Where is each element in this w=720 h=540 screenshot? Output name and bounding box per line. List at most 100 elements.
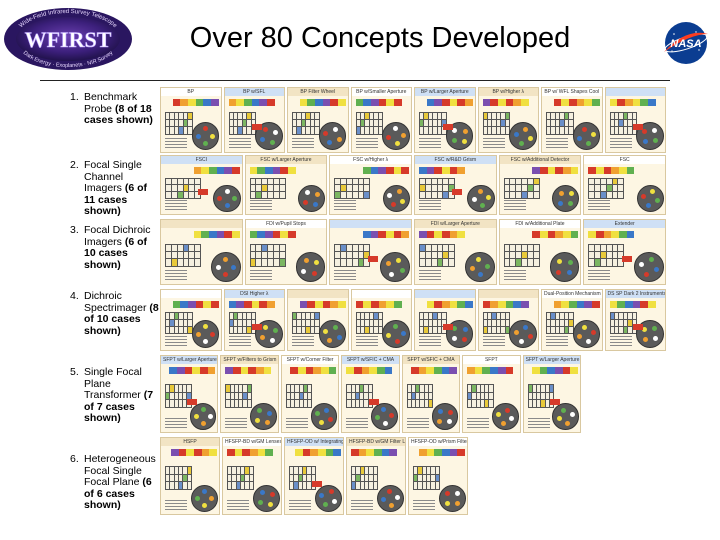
category-item: 1.Benchmark Probe (8 of 18 cases shown) [70, 91, 160, 127]
concept-title: FSC w/Larger Aperture [245, 156, 327, 164]
concept-panel [160, 219, 243, 285]
detector-array [334, 177, 371, 199]
concept-notes [503, 270, 526, 282]
detector-array [413, 466, 441, 491]
concept-notes [228, 336, 251, 348]
detector-array [249, 177, 286, 199]
focal-plane-diagram [314, 484, 342, 512]
highlight-marker [633, 324, 644, 331]
filter-band-strip [295, 449, 342, 456]
concept-title: SFPT w/Corner Filter [281, 356, 339, 364]
detector-array [588, 177, 625, 199]
focal-plane-diagram [552, 184, 580, 212]
concept-panel: SFPT w/Filters to Grism [220, 355, 279, 433]
concept-panel: FDI w/Pupil Stops [244, 219, 328, 285]
concept-notes [546, 336, 568, 348]
filter-band-strip [532, 167, 579, 174]
detector-array [419, 312, 447, 335]
category-label: Heterogeneous Focal Single Focal Plane [84, 453, 156, 488]
detector-array [419, 243, 455, 267]
focal-plane-diagram [191, 320, 220, 348]
focal-plane-diagram [310, 403, 338, 430]
filter-band-strip [419, 231, 466, 238]
concept-notes [165, 336, 187, 348]
category-item: 3.Focal Dichroic Imagers (6 of 10 cases … [70, 224, 160, 271]
concept-notes [482, 336, 505, 348]
nasa-logo: NASA [660, 20, 712, 66]
concept-notes [334, 270, 357, 282]
detector-array [292, 312, 320, 335]
concept-panel: BP Filter Wheel [287, 87, 349, 153]
filter-band-strip [227, 449, 274, 456]
concept-panel: FSC w/Higher λ [329, 155, 412, 215]
category-count: (6 of 11 cases shown) [84, 182, 148, 217]
detector-array [334, 243, 371, 267]
concept-notes [609, 138, 632, 150]
detector-array [228, 111, 257, 135]
detector-array [165, 312, 193, 335]
focal-plane-diagram [213, 184, 241, 212]
focal-plane-diagram [382, 122, 410, 150]
category-item: 5.Single Focal Plane Transformer (7 of 7… [70, 366, 160, 425]
focal-plane-diagram [382, 184, 410, 212]
concept-notes [292, 138, 314, 150]
concept-notes [609, 336, 632, 348]
category-number: 6. [70, 453, 79, 465]
filter-band-strip [172, 99, 219, 106]
concept-notes [165, 270, 187, 282]
concept-notes [355, 138, 378, 150]
filter-band-strip [467, 367, 514, 374]
detector-array [355, 312, 384, 335]
concept-panel: FSC w/R&D Grism [414, 155, 497, 215]
concept-panel: FSC w/Larger Aperture [244, 155, 328, 215]
focal-plane-diagram [431, 403, 459, 430]
focal-plane-diagram [467, 184, 495, 212]
concept-title [415, 290, 475, 298]
detector-array [527, 384, 555, 409]
concept-notes [467, 418, 490, 430]
concept-notes [285, 418, 308, 430]
filter-band-strip [426, 99, 473, 106]
highlight-marker [252, 324, 263, 331]
filter-band-strip [355, 99, 402, 106]
concept-title: FSC w/Additional Detector [499, 156, 581, 164]
concept-title: SFPT w/Larger Aperture [161, 356, 218, 364]
concept-notes [503, 200, 526, 212]
concept-title [330, 220, 411, 228]
concept-title [351, 290, 411, 298]
concept-panel: DS SP Dark 2 Instruments [604, 289, 666, 351]
concept-notes [249, 200, 272, 212]
category-number: 3. [70, 224, 79, 236]
focal-plane-diagram [636, 184, 664, 212]
category-label: Dichroic Spectrimager [84, 290, 147, 314]
concept-notes [225, 418, 248, 430]
focal-plane-diagram [382, 320, 410, 348]
nasa-logo-text: NASA [670, 38, 701, 50]
concept-notes [292, 336, 314, 348]
concept-notes [165, 418, 187, 430]
detector-array [225, 384, 252, 409]
concept-panel: FDI w/Larger Aperture [414, 219, 497, 285]
concept-notes [482, 138, 505, 150]
concept-title [288, 290, 348, 298]
filter-band-strip [355, 301, 402, 308]
concept-title: HFSFP-BD w/GM Filter Lenses [347, 438, 405, 446]
concept-panel: Extender [583, 219, 666, 285]
filter-band-strip [290, 367, 337, 374]
filter-band-strip [553, 301, 600, 308]
highlight-marker [198, 189, 209, 195]
focal-plane-diagram [552, 403, 579, 430]
focal-plane-diagram [295, 252, 326, 282]
focal-plane-diagram [380, 252, 410, 282]
category-label: Focal Single Channel Imagers [84, 159, 142, 194]
concept-panel: FSCI [160, 155, 243, 215]
highlight-marker [549, 398, 560, 405]
focal-plane-diagram [509, 122, 537, 150]
filter-band-strip [225, 367, 272, 374]
concept-notes [346, 418, 369, 430]
filter-band-strip [588, 231, 635, 238]
focal-plane-diagram [445, 122, 474, 150]
concept-panel: BP w/ WFL Shapes Cool [541, 87, 603, 153]
highlight-marker [452, 189, 463, 195]
concept-title [161, 220, 242, 228]
